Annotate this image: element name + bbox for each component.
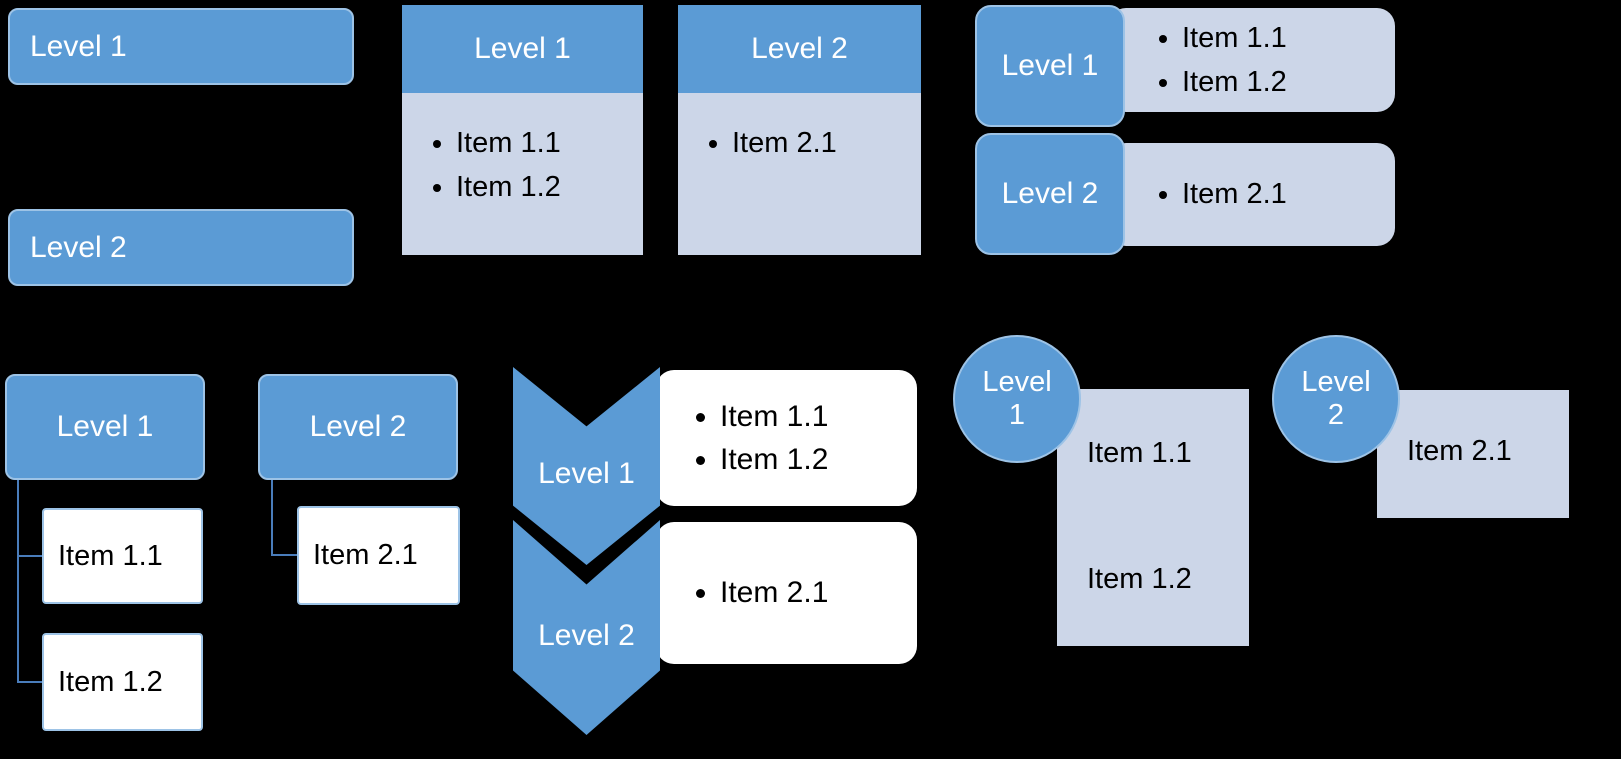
circle-level2-label-line2: 2 — [1327, 399, 1345, 431]
list-item: Item 1.1 — [1182, 20, 1395, 56]
hierarchy-header-level2-label: Level 2 — [309, 410, 407, 443]
hierarchy-item-box: Item 1.1 — [42, 508, 203, 604]
stacked-bar-level1-label: Level 1 — [30, 29, 127, 63]
column-header-level1: Level 1 — [402, 5, 643, 93]
chevron-level1-label: Level 1 — [538, 456, 635, 490]
chevron-level1-list: Item 1.1 Item 1.2 — [656, 392, 917, 485]
chevron-level2-list: Item 2.1 — [656, 568, 917, 618]
row-header-level2: Level 2 — [975, 133, 1125, 255]
row-header-level2-label: Level 2 — [1001, 177, 1099, 210]
connector-line — [17, 480, 19, 683]
stacked-bar-level2-label: Level 2 — [30, 230, 127, 264]
circle-item-label: Item 1.2 — [1087, 563, 1192, 595]
column-body-level1: Item 1.1 Item 1.2 — [402, 93, 643, 255]
list-item: Item 1.2 — [456, 169, 643, 205]
connector-line — [17, 555, 42, 557]
circle-level1-label-line1: Level — [982, 365, 1052, 398]
column-level2-list: Item 2.1 — [678, 125, 921, 161]
list-item: Item 2.1 — [720, 574, 917, 612]
chevron-level2-label: Level 2 — [538, 619, 635, 653]
list-item: Item 2.1 — [1182, 176, 1395, 212]
connector-line — [17, 681, 42, 683]
row-level1-list: Item 1.1 Item 1.2 — [1108, 12, 1395, 109]
row-header-level1: Level 1 — [975, 5, 1125, 127]
circle-item-label: Item 1.1 — [1087, 437, 1192, 469]
circle-level1-label-line2: 1 — [1008, 399, 1026, 431]
row-header-level1-label: Level 1 — [1001, 49, 1099, 82]
column-body-level2: Item 2.1 — [678, 93, 921, 255]
circle-shape-level2: Level 2 — [1272, 335, 1400, 463]
column-group-level1: Level 1 Item 1.1 Item 1.2 — [402, 5, 643, 255]
connector-line — [271, 480, 273, 556]
hierarchy-header-level2: Level 2 — [258, 374, 458, 480]
chevron-shape-level1: Level 1 — [513, 367, 660, 565]
chevron-body-level2: Item 2.1 — [656, 522, 917, 664]
stacked-bar-level1: Level 1 — [8, 8, 354, 85]
hierarchy-header-level1: Level 1 — [5, 374, 205, 480]
hierarchy-item-label: Item 1.1 — [58, 539, 163, 572]
row-body-level1: Item 1.1 Item 1.2 — [1108, 8, 1395, 112]
hierarchy-item-label: Item 2.1 — [313, 539, 418, 571]
connector-line — [271, 554, 297, 556]
circle-level2-label-line1: Level — [1301, 365, 1371, 398]
circle-body-level2: Item 2.1 — [1377, 390, 1569, 518]
list-item: Item 2.1 — [732, 125, 921, 161]
column-header-level1-label: Level 1 — [474, 32, 571, 65]
circle-shape-level1: Level 1 — [953, 335, 1081, 463]
hierarchy-item-box: Item 1.2 — [42, 633, 203, 731]
list-item: Item 1.1 — [456, 125, 643, 161]
list-item: Item 1.1 — [720, 398, 917, 436]
row-body-level2: Item 2.1 — [1108, 143, 1395, 246]
hierarchy-header-level1-label: Level 1 — [56, 410, 154, 443]
circle-body-level1: Item 1.1 Item 1.2 — [1057, 389, 1249, 646]
list-item: Item 1.2 — [1182, 64, 1395, 100]
column-group-level2: Level 2 Item 2.1 — [678, 5, 921, 255]
column-header-level2: Level 2 — [678, 5, 921, 93]
hierarchy-item-label: Item 1.2 — [58, 665, 163, 698]
column-header-level2-label: Level 2 — [751, 32, 848, 65]
column-level1-list: Item 1.1 Item 1.2 — [402, 125, 643, 206]
row-level2-list: Item 2.1 — [1108, 168, 1395, 220]
list-item: Item 1.2 — [720, 441, 917, 479]
stacked-bar-level2: Level 2 — [8, 209, 354, 286]
hierarchy-item-box: Item 2.1 — [297, 506, 460, 605]
chevron-body-level1: Item 1.1 Item 1.2 — [656, 370, 917, 506]
circle-item-label: Item 2.1 — [1407, 435, 1512, 467]
